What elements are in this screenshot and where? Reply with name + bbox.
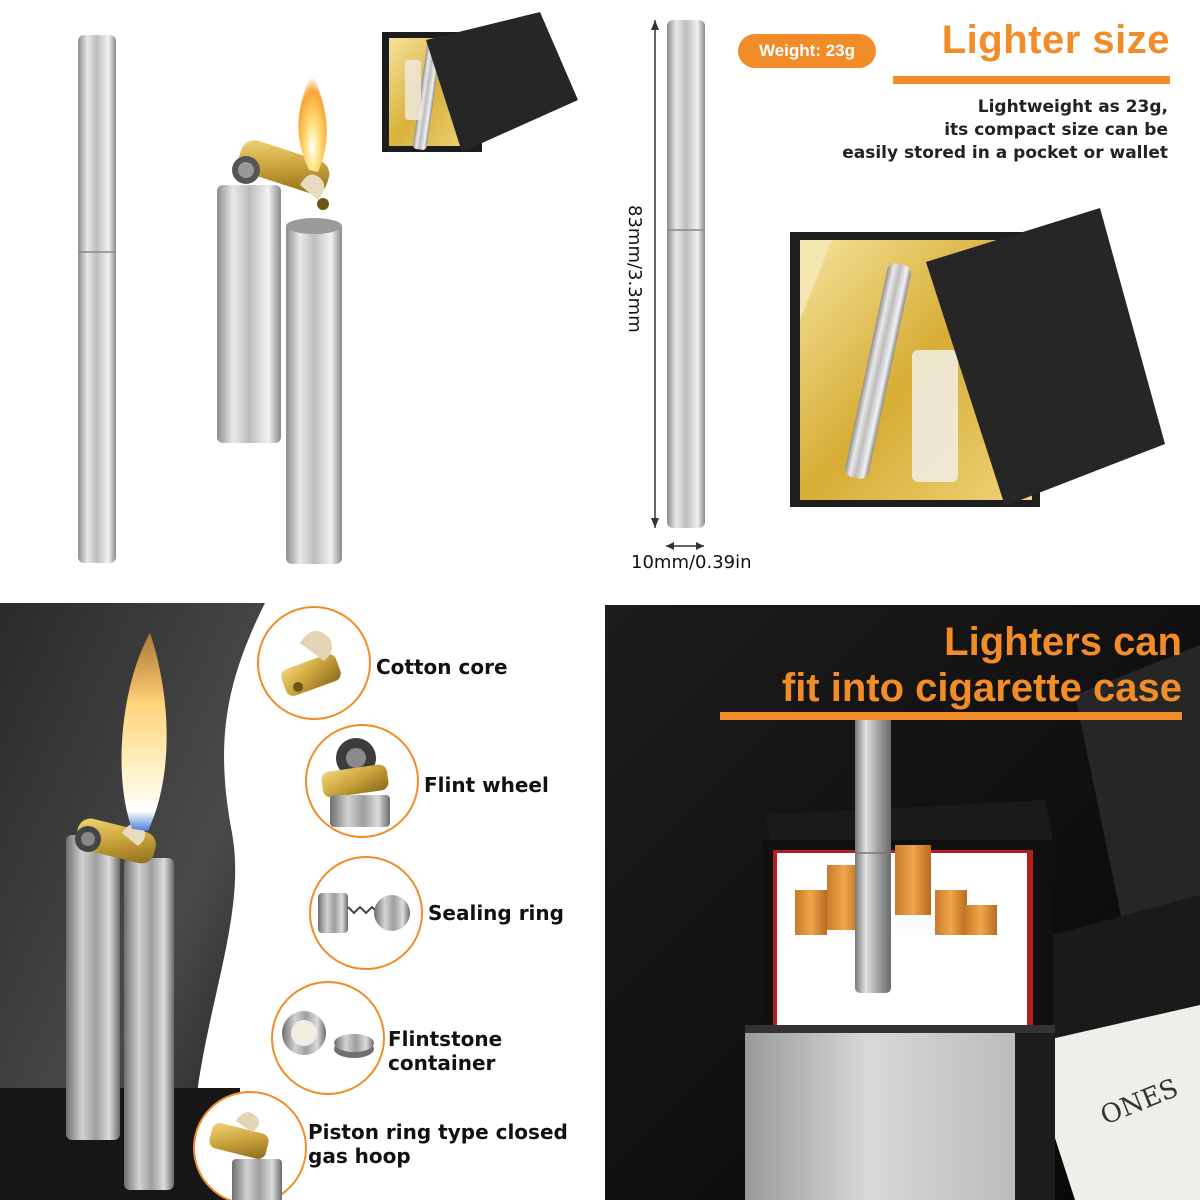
detail-piston-ring	[193, 1091, 307, 1200]
feature-lighter	[66, 633, 174, 1190]
detail-flintstone-container	[271, 981, 385, 1095]
feature-label-flint-wheel: Flint wheel	[424, 773, 549, 797]
lighter-in-case	[855, 715, 891, 993]
feature-label-piston-ring: Piston ring type closed gas hoop	[308, 1120, 568, 1168]
size-illustration	[651, 20, 1165, 550]
detail-cotton-core	[257, 606, 371, 720]
feature-label-line: Piston ring type closed	[308, 1120, 568, 1144]
cigarette-case-title-line: fit into cigarette case	[781, 666, 1182, 710]
gift-box	[382, 12, 578, 152]
cigarette-case	[745, 715, 1055, 1200]
product-photo-panel	[0, 0, 600, 600]
size-panel: Weight: 23g Lighter size Lightweight as …	[600, 0, 1200, 600]
product-illustration	[78, 12, 578, 564]
cigarette-case-title-line: Lighters can	[944, 620, 1182, 664]
features-panel: Cotton core Flint wheel Sealing ring Fli…	[0, 603, 600, 1200]
cigarette-case-title: Lighters can fit into cigarette case	[782, 619, 1182, 711]
feature-label-sealing-ring: Sealing ring	[428, 901, 564, 925]
detail-sealing-ring	[309, 856, 423, 970]
size-description-line: easily stored in a pocket or wallet	[842, 143, 1168, 163]
feature-label-line: gas hoop	[308, 1144, 411, 1168]
lighter-tube	[667, 20, 705, 528]
open-lighter	[217, 72, 342, 564]
size-description-line: its compact size can be	[944, 120, 1168, 140]
size-description-line: Lightweight as 23g,	[977, 97, 1168, 117]
book: ONES	[1025, 1005, 1200, 1200]
feature-label-flintstone-container: Flintstone container	[388, 1027, 503, 1075]
cigarette-case-illustration: ONES	[605, 605, 1200, 1200]
height-dimension-label: 83mm/3.3mm	[624, 205, 645, 333]
cigarette-case-panel: ONES	[605, 605, 1200, 1200]
lighter-size-title: Lighter size	[941, 18, 1170, 62]
weight-badge: Weight: 23g	[738, 34, 876, 68]
closed-lighter	[78, 35, 116, 563]
size-description: Lightweight as 23g, its compact size can…	[788, 96, 1168, 165]
width-dimension-label: 10mm/0.39in	[631, 552, 752, 573]
feature-label-cotton-core: Cotton core	[376, 655, 508, 679]
gift-box-open	[790, 208, 1165, 507]
title-underline	[893, 76, 1170, 84]
features-illustration	[0, 603, 423, 1200]
detail-flint-wheel	[305, 724, 419, 838]
case-title-underline	[720, 712, 1182, 720]
